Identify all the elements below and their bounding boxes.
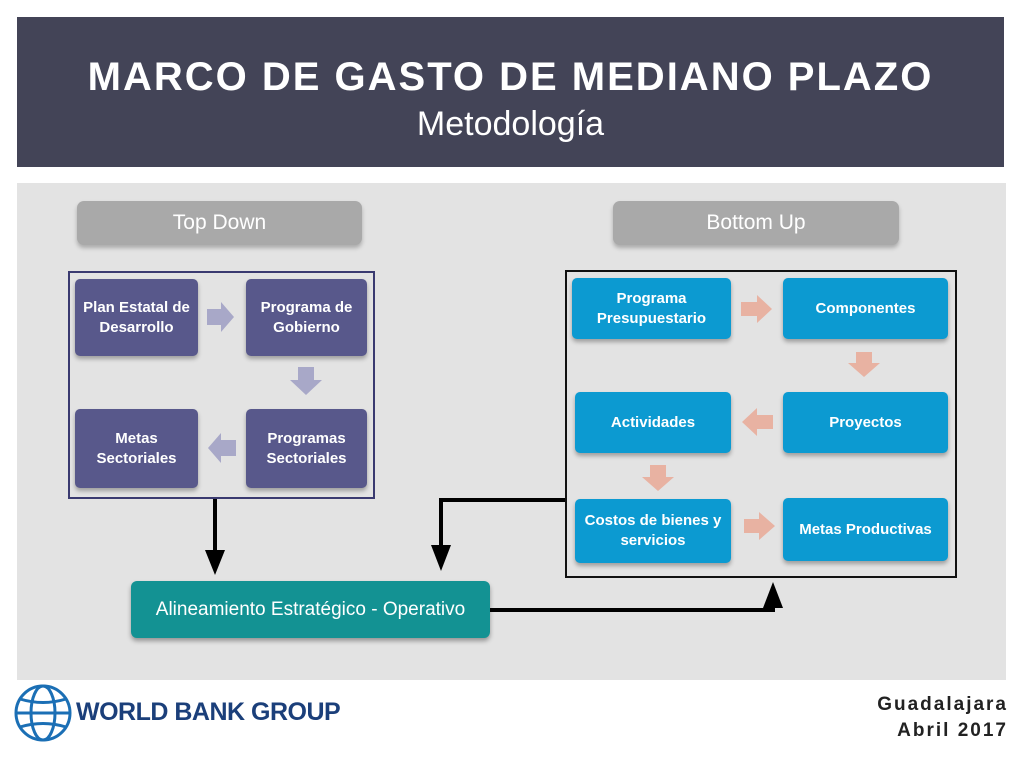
arrow-right-icon [744,512,775,540]
bottom-up-frame [565,270,957,578]
arrow-left-icon [742,408,773,436]
top-down-label: Top Down [77,201,362,245]
box-metas-productivas: Metas Productivas [783,498,948,561]
box-actividades: Actividades [575,392,731,453]
box-metas-sectoriales: Metas Sectoriales [75,409,198,488]
box-programa-de-gobierno: Programa de Gobierno [246,279,367,356]
arrow-left-icon [208,433,236,463]
alignment-box: Alineamiento Estratégico - Operativo [131,581,490,638]
box-costos-de-bienes: Costos de bienes y servicios [575,499,731,563]
arrow-right-icon [741,295,772,323]
connector-top-down-to-alignment [205,499,225,575]
box-proyectos: Proyectos [783,392,948,453]
bottom-up-label: Bottom Up [613,201,899,245]
top-down-frame [68,271,375,499]
arrow-right-icon [207,302,234,332]
world-bank-group-logo-text: WORLD BANK GROUP [76,698,341,726]
arrow-down-icon [290,367,322,395]
box-plan-estatal: Plan Estatal de Desarrollo [75,279,198,356]
slide-title: MARCO DE GASTO DE MEDIANO PLAZO [87,55,934,99]
box-programa-presupuestario: Programa Presupuestario [572,278,731,339]
header-banner: MARCO DE GASTO DE MEDIANO PLAZO Metodolo… [17,17,1004,167]
connector-alignment-to-bottom-up [490,582,783,612]
footer-date: Abril 2017 [897,720,1008,741]
arrow-down-icon [848,352,880,377]
arrow-down-icon [642,465,674,491]
box-programas-sectoriales: Programas Sectoriales [246,409,367,488]
footer-city: Guadalajara [877,694,1008,715]
connector-bottom-up-to-alignment [431,498,565,571]
box-componentes: Componentes [783,278,948,339]
slide-subtitle: Metodología [416,105,605,143]
globe-logo-icon [14,684,72,742]
